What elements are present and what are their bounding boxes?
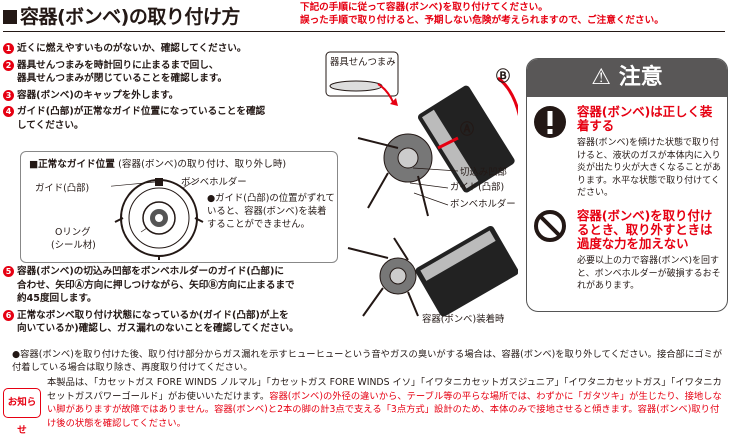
top-warning-line-2: 誤った手順で取り付けると、予期しない危険が考えられますので、ご注意ください。 xyxy=(300,15,664,26)
guide-box-title: ■正常なガイド位置 (容器(ボンベ)の取り付け、取り外し時) xyxy=(29,156,286,170)
guide-box-subtitle: (容器(ボンベ)の取り付け、取り外し時) xyxy=(118,159,287,170)
notice-text-red: 容器(ボンベ)の外径の違いから、テーブル等の平らな場所では、わずかに「ガタツキ」… xyxy=(47,390,722,429)
figure-holder-label: ボンベホルダー xyxy=(450,199,516,210)
notice-text: 本製品は、「カセットガス FORE WINDS ノルマル」「カセットガス FOR… xyxy=(47,376,725,430)
knob-label: 器具せんつまみ xyxy=(330,57,396,68)
oring-label: Oリング xyxy=(55,227,91,238)
step-text: 器具せんつまみが閉じていることを確認します。 xyxy=(17,73,228,84)
notice-tag: お知らせ xyxy=(3,388,41,436)
step-text: 向いているか)確認し、ガス漏れのないことを確認してください。 xyxy=(17,323,299,334)
caution-heading: 注意 xyxy=(618,65,663,90)
step-text: 正常なボンベ取り付け状態になっているか(ガイド(凸部)が上を xyxy=(17,309,289,321)
notch-label: 切込み凹部 xyxy=(460,167,507,178)
figure-guide-label: ガイド(凸部) xyxy=(450,182,505,193)
exclamation-icon xyxy=(534,106,566,138)
caution-item-1: 容器(ボンベ)は正しく装着する 容器(ボンベ)を傾けた状態で取り付けると、液状の… xyxy=(533,105,721,217)
step-number-4: 4 xyxy=(3,106,14,117)
title-divider xyxy=(3,31,725,32)
caution-item-2: 容器(ボンベ)を取り付けるとき、取り外すときは過度な力を加えない 必要以上の力で… xyxy=(533,209,721,309)
step-number-5: 5 xyxy=(3,266,14,277)
caution-item-1-body: 容器(ボンベ)を傾けた状態で取り付けると、液状のガスが本体内に入り炎が出たり火が… xyxy=(577,138,722,198)
prohibition-icon xyxy=(534,210,566,242)
step-number-2: 2 xyxy=(3,59,14,71)
caution-item-1-heading: 容器(ボンベ)は正しく装着する xyxy=(577,104,713,133)
step-text: ガイド(凸部)が正常なガイド位置になっていることを確認 xyxy=(17,106,266,117)
step-number-6: 6 xyxy=(3,309,14,321)
step-text: してください。 xyxy=(17,119,84,131)
page-title: 容器(ボンベ)の取り付け方 xyxy=(3,2,240,29)
guide-box-title-text: ■正常なガイド位置 xyxy=(29,159,115,170)
step-number-3: 3 xyxy=(3,89,14,101)
stove-illustration xyxy=(325,51,518,317)
oring-sublabel: (シール材) xyxy=(51,240,96,251)
arrow-a-label: Ⓐ xyxy=(460,122,474,138)
step-number-1: 1 xyxy=(3,43,14,54)
guide-label: ガイド(凸部) xyxy=(35,183,90,194)
top-warning: 下記の手順に従って容器(ボンベ)を取り付けてください。 誤った手順で取り付けると… xyxy=(300,1,664,27)
step-text: 容器(ボンベ)のキャップを外します。 xyxy=(17,89,179,101)
caution-header: ⚠ 注意 xyxy=(527,59,727,97)
caution-item-2-heading: 容器(ボンベ)を取り付けるとき、取り外すときは過度な力を加えない xyxy=(577,208,713,251)
arrow-b-label: Ⓑ xyxy=(496,69,510,85)
holder-diagram-icon xyxy=(111,177,204,260)
step-text: 約45度回します。 xyxy=(17,293,97,304)
step-text: 器具せんつまみを時計回りに止まるまで回し、 xyxy=(17,59,219,71)
guide-position-box: ■正常なガイド位置 (容器(ボンベ)の取り付け、取り外し時) ガイド(凸部) ボ… xyxy=(20,151,338,263)
step-text: 合わせ、矢印Ⓐ方向に押しつけながら、矢印Ⓑ方向に止まるまで xyxy=(17,279,295,291)
caution-item-2-body: 必要以上の力で容器(ボンベ)を回すと、ボンベホルダーが破損するおそれがあります。 xyxy=(577,256,721,291)
top-warning-line-1: 下記の手順に従って容器(ボンベ)を取り付けてください。 xyxy=(300,2,548,13)
step-text: 近くに燃えやすいものがないか、確認してください。 xyxy=(17,43,247,54)
guide-note: ●ガイド(凸部)の位置がずれていると、容器(ボンベ)を装着することができません。 xyxy=(207,193,335,230)
installed-label: 容器(ボンベ)装着時 xyxy=(422,314,505,325)
caution-box: ⚠ 注意 容器(ボンベ)は正しく装着する 容器(ボンベ)を傾けた状態で取り付ける… xyxy=(526,58,728,312)
title-text: 容器(ボンベ)の取り付け方 xyxy=(20,6,240,28)
holder-label: ボンベホルダー xyxy=(181,177,247,188)
notice-text-black: 本製品は、「カセットガス FORE WINDS ノルマル」「カセットガス FOR… xyxy=(47,377,722,402)
title-square-icon xyxy=(3,10,17,24)
warning-triangle-icon: ⚠ xyxy=(591,65,612,90)
gas-leak-note: ●容器(ボンベ)を取り付けた後、取り付け部分からガス漏れを示すヒューヒューという… xyxy=(12,349,723,373)
step-text: 容器(ボンベ)の切込み凹部をボンベホルダーのガイド(凸部)に xyxy=(17,266,284,277)
